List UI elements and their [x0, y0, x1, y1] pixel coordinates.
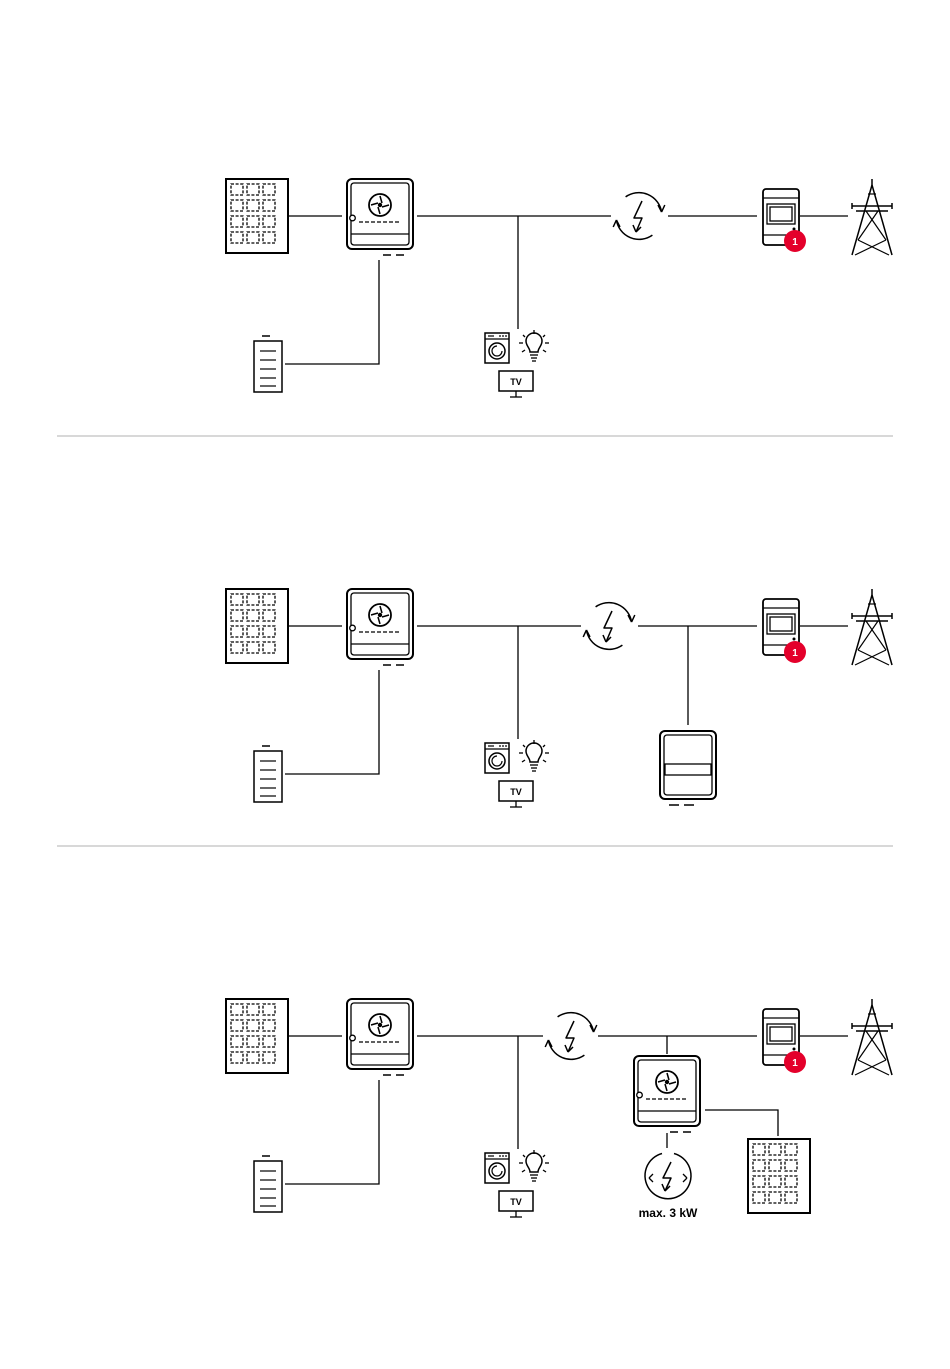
second-inverter-icon [634, 1056, 700, 1132]
washing-machine-icon [485, 743, 509, 773]
pv-module-icon [226, 179, 288, 253]
meter-badge: 1 [784, 1051, 806, 1073]
hybrid-inverter-icon [347, 179, 413, 255]
battery-icon [254, 336, 282, 392]
diagram-variant-2: TV 1 [226, 589, 892, 807]
second-pv-module-icon [748, 1139, 810, 1213]
power-pylon-icon [852, 589, 892, 665]
diagram-variant-3: TV max. 3 kW 1 [226, 999, 892, 1220]
battery-icon [254, 1156, 282, 1212]
meter-badge-label: 1 [792, 1058, 798, 1069]
hybrid-inverter-icon [347, 589, 413, 665]
tv-label: TV [510, 377, 522, 387]
light-bulb-icon [519, 740, 549, 771]
grid-switch-icon [545, 1013, 597, 1060]
meter-badge-label: 1 [792, 237, 798, 248]
hybrid-inverter-icon [347, 999, 413, 1075]
meter-badge-label: 1 [792, 648, 798, 659]
light-bulb-icon [519, 1150, 549, 1181]
washing-machine-icon [485, 1153, 509, 1183]
household-loads-icon: TV [485, 330, 549, 397]
pv-module-icon [226, 589, 288, 663]
second-inverter-icon [660, 731, 716, 805]
grid-switch-icon [583, 603, 635, 650]
tv-label: TV [510, 787, 522, 797]
meter-badge: 1 [784, 641, 806, 663]
limited-feed-icon [645, 1154, 691, 1199]
power-pylon-icon [852, 999, 892, 1075]
diagram-variant-1: TV 1 [226, 179, 892, 397]
power-limit-label: max. 3 kW [639, 1206, 698, 1220]
household-loads-icon: TV [485, 1150, 549, 1217]
battery-icon [254, 746, 282, 802]
tv-label: TV [510, 1197, 522, 1207]
power-pylon-icon [852, 179, 892, 255]
washing-machine-icon [485, 333, 509, 363]
pv-module-icon [226, 999, 288, 1073]
meter-badge: 1 [784, 230, 806, 252]
light-bulb-icon [519, 330, 549, 361]
household-loads-icon: TV [485, 740, 549, 807]
grid-switch-icon [613, 193, 665, 240]
